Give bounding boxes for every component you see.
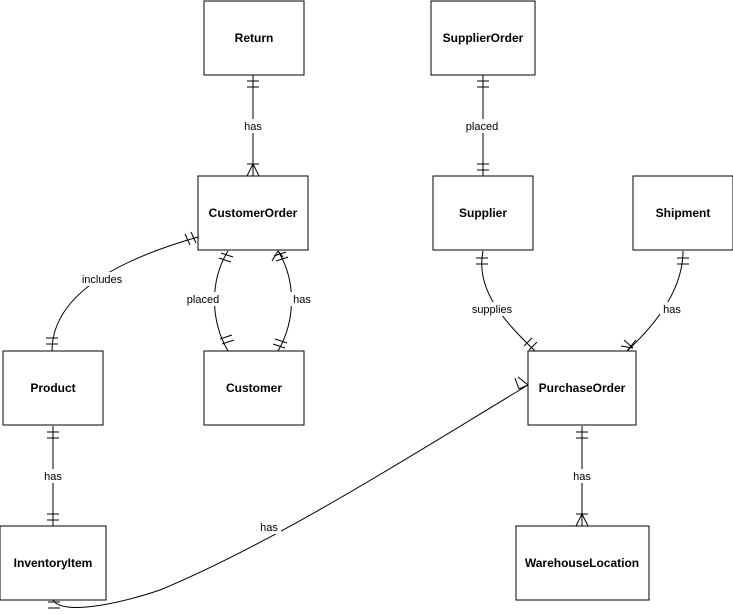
svg-text:placed: placed (187, 294, 219, 306)
svg-text:has: has (260, 522, 278, 534)
svg-text:CustomerOrder: CustomerOrder (209, 206, 298, 220)
svg-text:Shipment: Shipment (656, 206, 711, 220)
relationship-label-product-has: has (41, 469, 65, 483)
svg-text:has: has (573, 471, 591, 483)
svg-text:Supplier: Supplier (459, 206, 507, 220)
entity-product[interactable]: Product (2, 350, 104, 426)
svg-text:supplies: supplies (472, 304, 513, 316)
relationship-label-purchaseorder-has: has (570, 469, 594, 483)
relationship-label-shipment-has: has (660, 302, 684, 316)
entity-customerorder[interactable]: CustomerOrder (197, 175, 309, 251)
entity-supplierorder[interactable]: SupplierOrder (430, 0, 536, 76)
relationship-label-inventory-has: has (257, 520, 281, 534)
svg-text:Return: Return (235, 31, 274, 45)
svg-text:Product: Product (30, 381, 75, 395)
relationship-label-customerorder-includes: includes (79, 272, 125, 286)
entity-customer[interactable]: Customer (203, 350, 305, 426)
svg-text:InventoryItem: InventoryItem (14, 556, 93, 570)
relationship-supplier-purchaseorder (476, 250, 538, 352)
svg-text:WarehouseLocation: WarehouseLocation (525, 556, 639, 570)
relationship-label-supplierorder-placed: placed (464, 119, 502, 133)
entity-warehouselocation[interactable]: WarehouseLocation (515, 525, 650, 601)
entity-return[interactable]: Return (203, 0, 305, 76)
svg-text:Customer: Customer (226, 381, 282, 395)
svg-text:placed: placed (466, 121, 498, 133)
svg-text:has: has (44, 471, 62, 483)
entity-supplier[interactable]: Supplier (432, 175, 534, 251)
svg-text:includes: includes (82, 274, 123, 286)
svg-text:has: has (663, 304, 681, 316)
relationship-shipment-purchaseorder (620, 250, 689, 352)
relationship-label-customer-placed: placed (184, 292, 222, 306)
relationship-customerorder-customer-has (271, 250, 292, 352)
relationship-inventoryitem-purchaseorder (48, 376, 529, 609)
svg-text:has: has (293, 294, 311, 306)
relationship-label-customer-has: has (290, 292, 314, 306)
svg-text:SupplierOrder: SupplierOrder (443, 31, 524, 45)
relationship-customerorder-product (46, 231, 199, 352)
entity-shipment[interactable]: Shipment (632, 175, 733, 251)
svg-text:PurchaseOrder: PurchaseOrder (539, 381, 626, 395)
svg-text:has: has (244, 121, 262, 133)
relationship-label-return-has: has (241, 119, 265, 133)
entity-purchaseorder[interactable]: PurchaseOrder (527, 350, 637, 426)
relationship-label-supplier-supplies: supplies (468, 302, 516, 316)
entity-inventoryitem[interactable]: InventoryItem (0, 525, 107, 601)
